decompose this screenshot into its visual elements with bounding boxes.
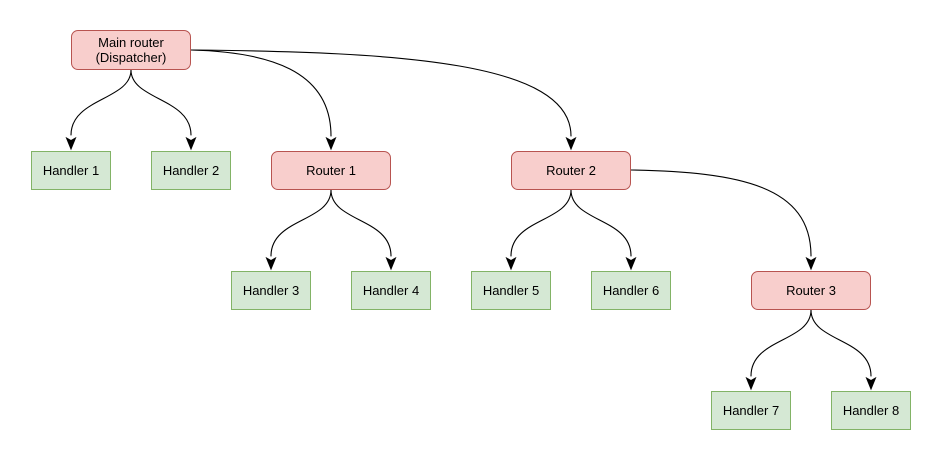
node-handler-3[interactable]: Handler 3 xyxy=(231,271,311,310)
node-handler-6[interactable]: Handler 6 xyxy=(591,271,671,310)
node-router-1[interactable]: Router 1 xyxy=(271,151,391,190)
node-handler-2[interactable]: Handler 2 xyxy=(151,151,231,190)
edge-router-3-to-handler-7 xyxy=(745,309,812,391)
node-handler-5[interactable]: Handler 5 xyxy=(471,271,551,310)
edge-router-2-to-handler-5 xyxy=(505,189,572,271)
edge-main-to-handler-1 xyxy=(65,69,132,151)
edge-router-2-to-router-3 xyxy=(630,169,817,271)
edge-router-1-to-handler-4 xyxy=(330,189,397,271)
edge-main-to-router-1 xyxy=(190,49,337,151)
node-handler-7[interactable]: Handler 7 xyxy=(711,391,791,430)
node-router-3[interactable]: Router 3 xyxy=(751,271,871,310)
edge-router-1-to-handler-3 xyxy=(265,189,332,271)
node-handler-4[interactable]: Handler 4 xyxy=(351,271,431,310)
edge-router-2-to-handler-6 xyxy=(570,189,637,271)
node-handler-8[interactable]: Handler 8 xyxy=(831,391,911,430)
node-router-2[interactable]: Router 2 xyxy=(511,151,631,190)
node-handler-1[interactable]: Handler 1 xyxy=(31,151,111,190)
node-main-router[interactable]: Main router (Dispatcher) xyxy=(71,30,191,70)
edge-main-to-handler-2 xyxy=(130,69,197,151)
edge-main-to-router-2 xyxy=(190,49,577,151)
edge-router-3-to-handler-8 xyxy=(810,309,877,391)
